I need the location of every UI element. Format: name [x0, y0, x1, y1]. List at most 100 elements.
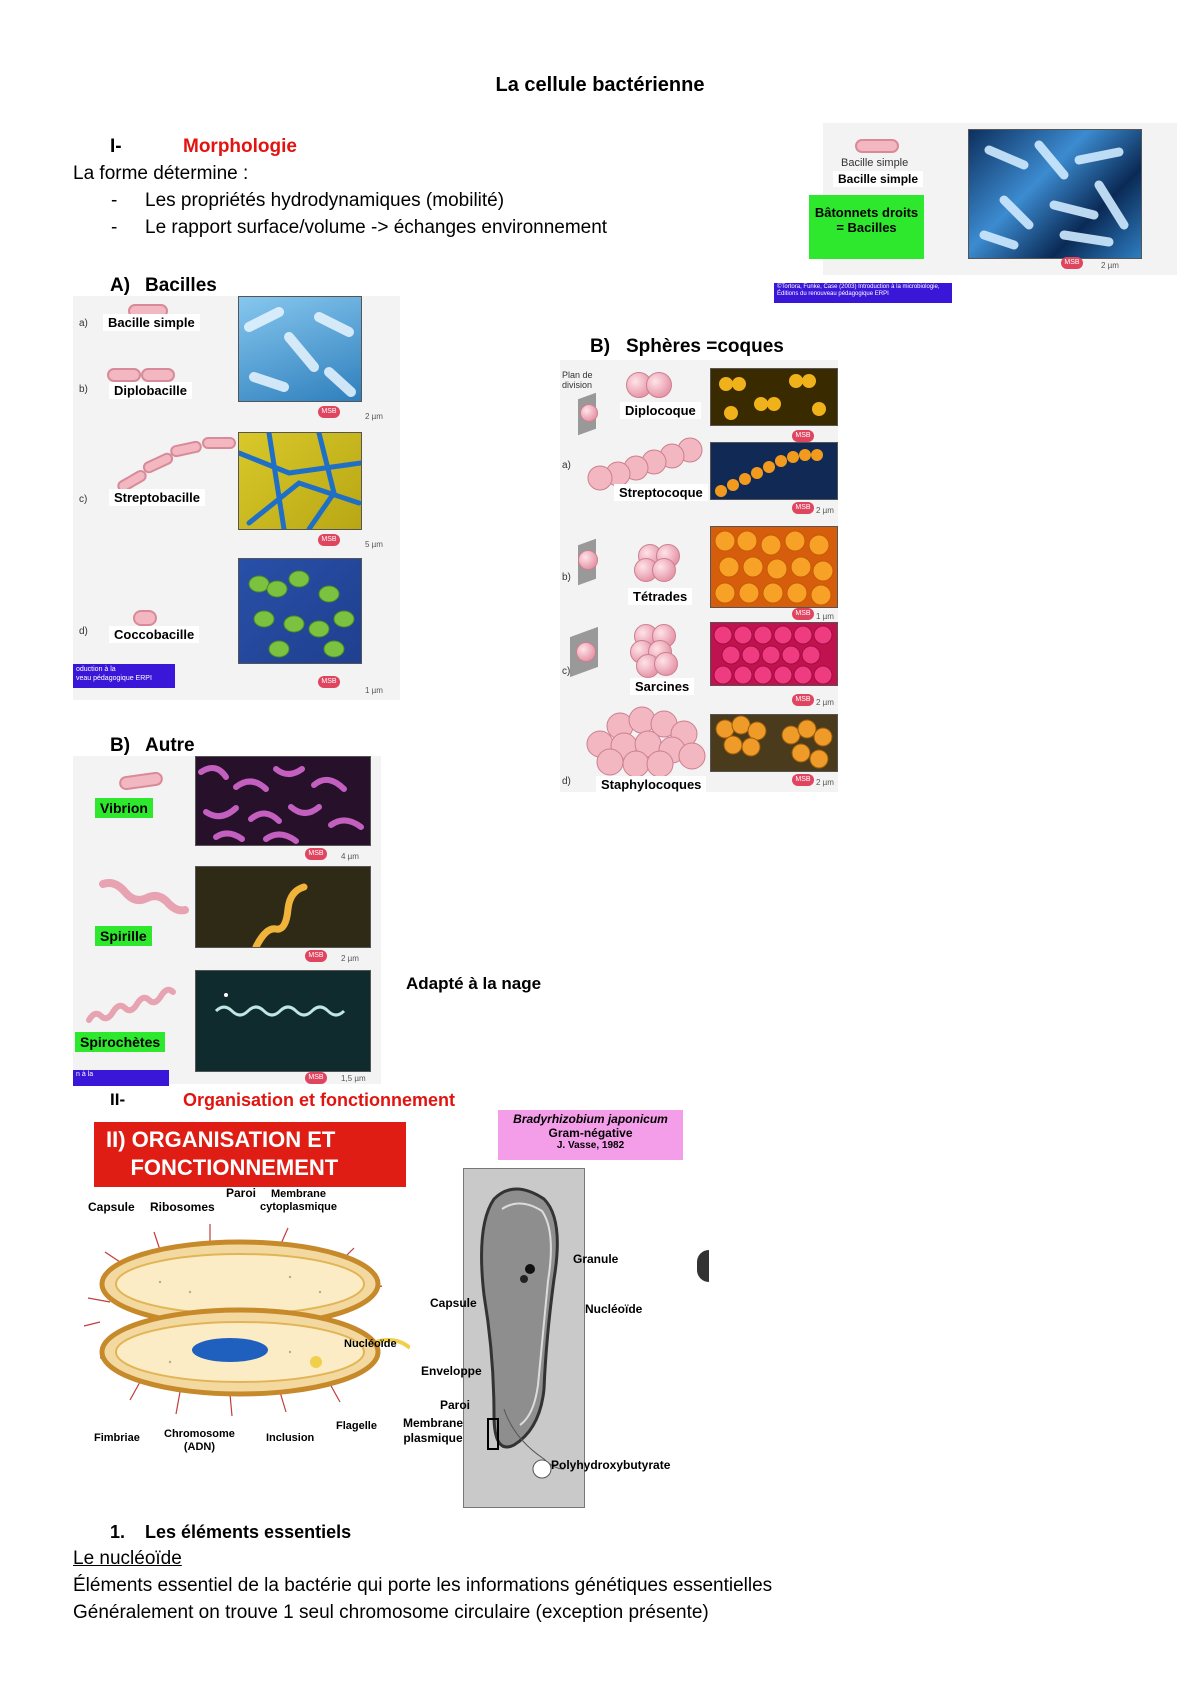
msb-badge: MSB [318, 406, 340, 418]
spirille-photo [195, 866, 371, 951]
section-3-heading: Les éléments essentiels [145, 1522, 352, 1542]
sarcines-photo [710, 622, 838, 686]
diplocoque-label: Diplocoque [620, 402, 701, 419]
polyhydroxybutyrate-label: Polyhydroxybutyrate [551, 1458, 671, 1472]
tetrades-photo [710, 526, 838, 608]
ribosomes-label: Ribosomes [150, 1200, 215, 1214]
section-3-number: 1. [110, 1522, 126, 1542]
bullet-marker: - [111, 190, 118, 211]
chromosome-label: Chromosome (ADN) [164, 1428, 235, 1453]
staphylocoques-photo [710, 714, 838, 772]
flagelle-label: Flagelle [336, 1420, 377, 1432]
autre-prefix: B) [110, 735, 131, 756]
coccobacille-photo [238, 558, 362, 664]
spirochete-drawing [86, 986, 176, 1023]
enveloppe-label: Enveloppe [421, 1364, 482, 1378]
scale-label: 2 µm [816, 506, 834, 515]
streptocoque-drawing [587, 437, 703, 491]
coccobacilli-icon [248, 570, 355, 658]
streptococci-icon [715, 449, 823, 497]
diplocoque-photo [710, 368, 838, 426]
msb-badge: MSB [792, 694, 814, 706]
membrane-label: Membrane cytoplasmique [260, 1188, 338, 1213]
bacilles-heading: Bacilles [145, 275, 217, 296]
spirille-label: Spirille [95, 926, 152, 946]
streptocoque-label: Streptocoque [614, 484, 708, 501]
granule-label: Granule [573, 1252, 619, 1266]
credit-box: n à la [73, 1070, 169, 1086]
bullet-1: Les propriétés hydrodynamiques (mobilité… [145, 190, 505, 211]
division-label: Plan de division [562, 370, 593, 390]
credit-box: ©Tortora, Funke, Case (2003) Introductio… [774, 283, 952, 303]
author-label: J. Vasse, 1982 [556, 1140, 625, 1151]
msb-badge: MSB [792, 430, 814, 442]
organisation-banner: II) ORGANISATION ET FONCTIONNEMENT [94, 1122, 406, 1187]
spirille-drawing [99, 879, 189, 915]
msb-badge: MSB [318, 676, 340, 688]
scale-label: 4 µm [341, 852, 359, 861]
vibrio-icon [198, 765, 364, 844]
spheres-figure: Plan de division Diplocoque MSB a) Strep… [560, 360, 838, 793]
scale-label: 2 µm [816, 778, 834, 787]
staphylococci-icon [715, 715, 833, 769]
bacilles-figure: a) Bacille simple MSB 2 µm b) Diplobacil… [73, 296, 400, 700]
msb-badge: MSB [1061, 257, 1083, 269]
staphylocoques-label: Staphylocoques [596, 776, 707, 793]
bacille-rods [979, 140, 1129, 250]
staphylocoques-drawing [586, 706, 706, 776]
spheres-heading: Sphères =coques [626, 336, 784, 357]
coccus-drawing [580, 404, 598, 422]
tetrades-icon [714, 530, 834, 606]
section-1-number: I- [110, 136, 122, 157]
nucleoide-subheading: Le nucléoïde [73, 1548, 182, 1569]
msb-badge: MSB [318, 534, 340, 546]
paragraph-line-2: Généralement on trouve 1 seul chromosome… [73, 1602, 709, 1623]
streptobacille-label: Streptobacille [109, 489, 205, 506]
autre-heading: Autre [145, 735, 195, 756]
row-letter: b) [79, 384, 88, 395]
bacilles-prefix: A) [110, 275, 131, 296]
species-box: Bradyrhizobium japonicum Gram-négative J… [498, 1110, 683, 1160]
diplobacille-drawing [107, 368, 141, 382]
tetrades-label: Tétrades [628, 588, 693, 605]
scale-label: 1 µm [365, 686, 383, 695]
bradyrhizobium-cell [480, 1187, 565, 1479]
streptobacille-photo [236, 430, 364, 532]
scale-label: 2 µm [1101, 261, 1119, 270]
swim-note: Adapté à la nage [406, 974, 542, 993]
scale-label: 2 µm [341, 954, 359, 963]
rods-icon [244, 307, 356, 397]
msb-badge: MSB [792, 774, 814, 786]
spirochetes-label: Spirochètes [75, 1032, 166, 1052]
scale-label: 1 µm [816, 612, 834, 621]
scale-label: 2 µm [816, 698, 834, 707]
msb-badge: MSB [305, 1072, 327, 1084]
msb-badge: MSB [792, 608, 814, 620]
msb-badge: MSB [305, 950, 327, 962]
bacille-drawing [855, 139, 899, 153]
diplobacille-drawing [141, 368, 175, 382]
bacille-figure: Bacille simple Bacille simple Bâtonnets … [809, 123, 1177, 275]
bacille-label: Bacille simple [833, 171, 924, 187]
section-1-heading: Morphologie [183, 136, 297, 157]
streptobacille-drawing [117, 437, 236, 492]
fimbriae-label: Fimbriae [94, 1432, 140, 1444]
page-edge-marker [697, 1250, 709, 1282]
coccobacille-drawing [133, 610, 157, 626]
bacille-simple-label: Bacille simple [103, 314, 200, 331]
scale-label: 5 µm [365, 540, 383, 549]
coccus-drawing [578, 550, 598, 570]
scale-label: 1,5 µm [341, 1074, 366, 1083]
msb-badge: MSB [792, 502, 814, 514]
diplobacille-label: Diplobacille [109, 382, 192, 399]
autre-figure: Vibrion MSB 4 µm Spirille MSB 2 µm Spiro… [73, 756, 381, 1086]
vibrion-photo [195, 756, 371, 846]
bacille-simple-photo [238, 296, 362, 402]
sarcines-icon [713, 625, 833, 685]
credit-box: oduction à la veau pédagogique ERPI [73, 664, 175, 688]
filaments-icon [236, 430, 364, 532]
vibrion-label: Vibrion [95, 798, 153, 818]
spirillum-icon [252, 883, 308, 951]
inclusion-label: Inclusion [266, 1432, 315, 1444]
capsule-tem-label: Capsule [430, 1296, 477, 1310]
